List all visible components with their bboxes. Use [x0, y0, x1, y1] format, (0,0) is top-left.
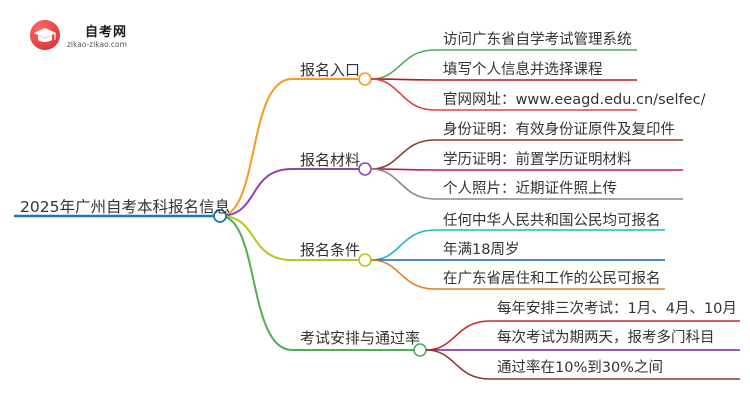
- leaf-connector: [425, 320, 491, 351]
- leaf-label: 在广东省居住和工作的公民可报名: [443, 271, 661, 287]
- branch-node: [358, 72, 372, 86]
- leaf-label: 每次考试为期两天，报考多门科目: [497, 330, 715, 346]
- branch-label-registration-entry: 报名入口: [300, 61, 361, 79]
- leaf-label: 每年安排三次考试：1月、4月、10月: [497, 301, 737, 317]
- leaf-connector: [370, 168, 436, 200]
- branch-connector: [219, 215, 293, 351]
- site-logo: 自考网 zikao-zikao.com: [30, 20, 160, 50]
- root-topic-label: 2025年广州自考本科报名信息: [20, 198, 230, 216]
- graduation-cap-icon: [30, 20, 60, 50]
- branch-node: [358, 162, 372, 176]
- leaf-label: 通过率在10%到30%之间: [497, 360, 663, 376]
- leaf-connector: [370, 78, 436, 111]
- leaf-connector: [370, 139, 436, 170]
- branch-label-exam-schedule: 考试安排与通过率: [300, 329, 421, 347]
- leaf-label: 个人照片：近期证件照上传: [443, 181, 617, 197]
- branch-node: [358, 253, 372, 267]
- leaf-label: 填写个人信息并选择课程: [443, 62, 603, 78]
- root-node: [213, 209, 227, 223]
- leaf-connector: [370, 259, 436, 290]
- branch-label-registration-conditions: 报名条件: [300, 241, 361, 259]
- branch-connector: [219, 168, 293, 217]
- branch-connector: [219, 78, 293, 217]
- leaf-label: 官网网址：www.eeagd.edu.cn/selfec/: [443, 92, 706, 108]
- leaf-label: 学历证明：前置学历证明材料: [443, 152, 632, 168]
- branch-connector: [219, 215, 293, 261]
- leaf-label: 访问广东省自学考试管理系统: [443, 32, 632, 48]
- leaf-connector: [425, 349, 491, 380]
- leaf-label: 年满18周岁: [443, 242, 520, 258]
- leaf-connector: [370, 49, 436, 80]
- branch-label-registration-materials: 报名材料: [300, 151, 361, 169]
- leaf-connector: [370, 229, 436, 261]
- leaf-label: 身份证明：有效身份证原件及复印件: [443, 122, 675, 138]
- logo-title: 自考网: [85, 25, 128, 40]
- logo-url: zikao-zikao.com: [67, 40, 127, 49]
- leaf-label: 任何中华人民共和国公民均可报名: [443, 213, 661, 229]
